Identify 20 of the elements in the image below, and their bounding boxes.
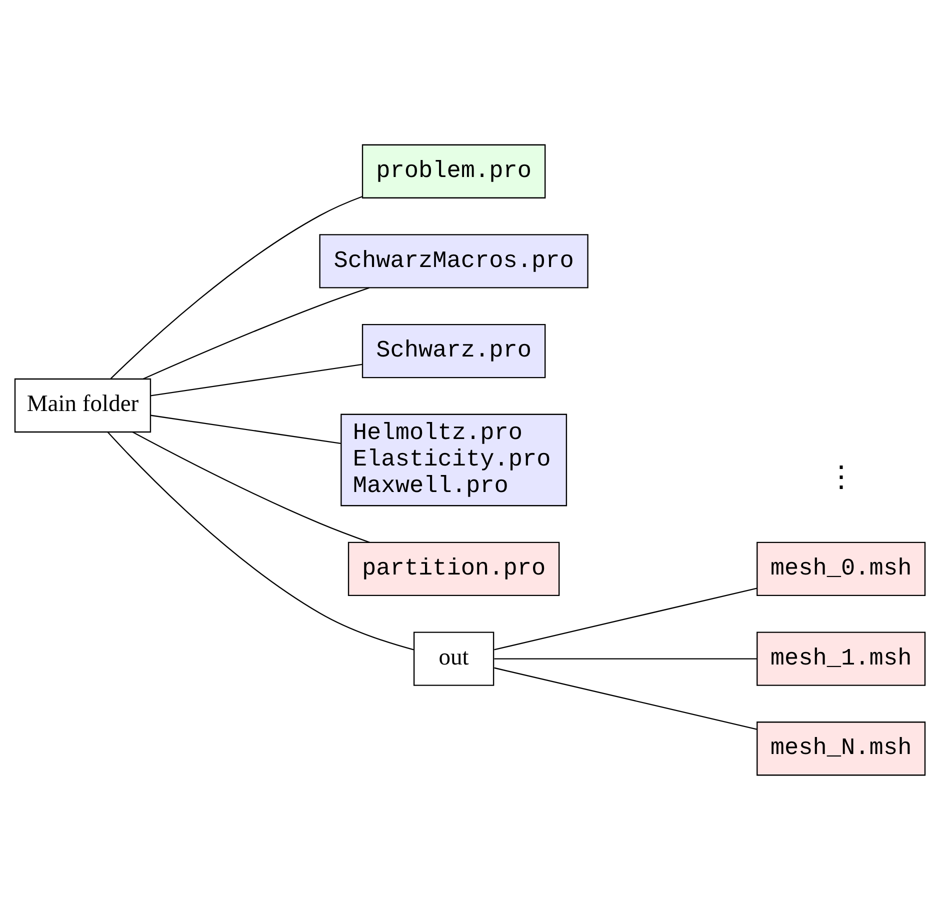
node-box: out [412, 632, 494, 686]
node-box: Main folder [14, 378, 151, 433]
node-box: Helmoltz.pro Elasticity.pro Maxwell.pro [340, 414, 567, 506]
node-box: mesh_N.msh [756, 722, 926, 776]
connector [494, 658, 756, 660]
connector [150, 364, 362, 396]
node-box: partition.pro [347, 542, 560, 596]
connector [106, 432, 414, 650]
node-box: mesh_1.msh [756, 632, 926, 686]
node-box: Schwarz.pro [361, 324, 546, 378]
node-box: mesh_0.msh [756, 542, 926, 596]
label: ⋮ [826, 462, 856, 496]
connector [150, 414, 340, 444]
connector [132, 432, 370, 543]
connector [494, 588, 756, 650]
connector [494, 667, 756, 730]
node-box: problem.pro [361, 144, 546, 198]
connector [110, 196, 362, 379]
connector [142, 287, 369, 380]
node-box: SchwarzMacros.pro [318, 234, 588, 288]
